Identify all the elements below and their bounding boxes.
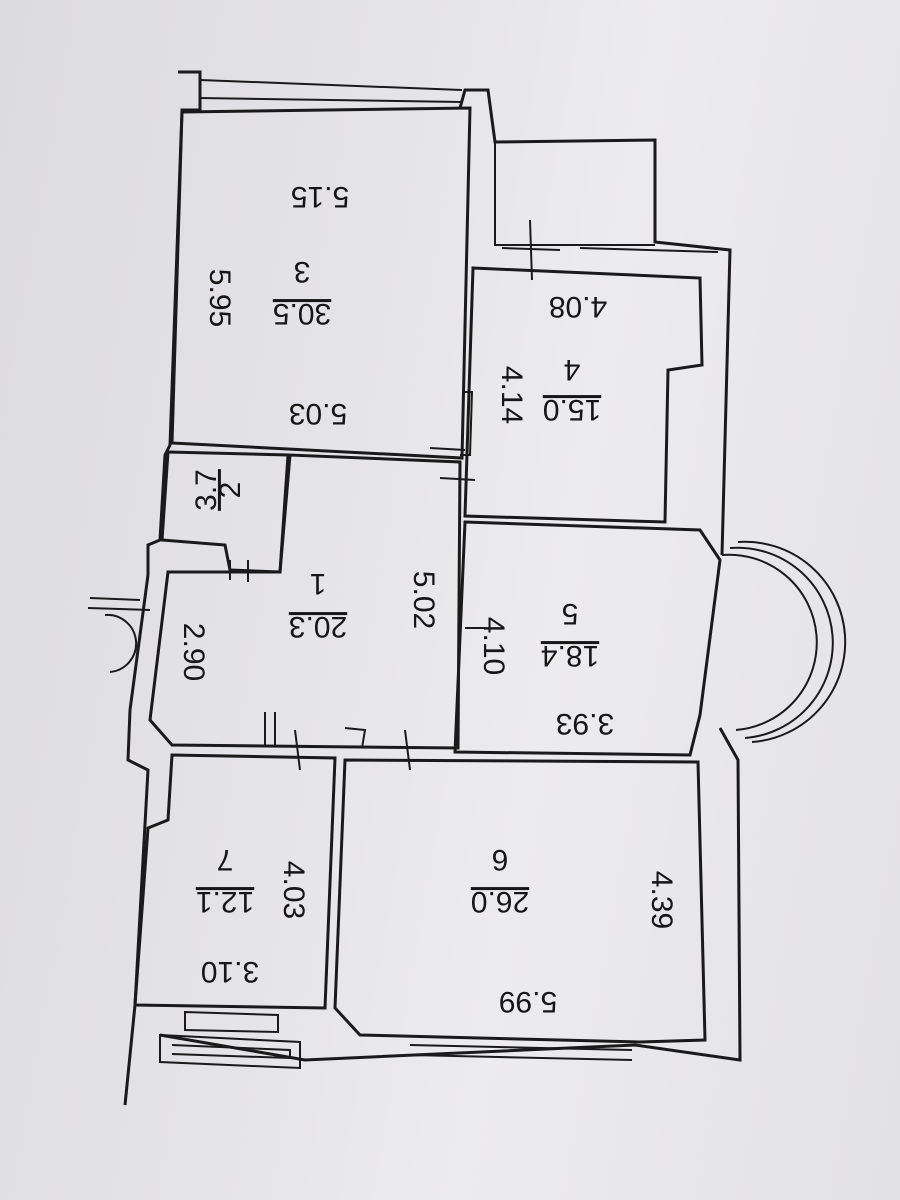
dimension-label: 5.95	[203, 269, 236, 327]
room-4-walls	[463, 266, 704, 524]
room-area: 20.3	[289, 610, 347, 643]
balcony-bottom	[159, 1010, 633, 1070]
dimension-label: 4.10	[477, 617, 510, 675]
room-area: 3.7	[190, 469, 223, 511]
room-area: 15.0	[543, 393, 601, 426]
room-5-walls	[453, 520, 722, 757]
room-7-walls	[133, 753, 337, 1010]
room-1-walls	[148, 453, 462, 750]
room-number: 5	[562, 597, 579, 630]
room-area: 30.5	[273, 297, 331, 330]
room-7-label: 7 12.1	[196, 843, 254, 918]
outer-wall	[123, 70, 742, 1106]
room-4-label: 4 15.0	[543, 353, 601, 426]
room-1-label: 1 20.3	[289, 567, 347, 643]
dimension-label: 2.90	[177, 623, 210, 681]
room-4-annex	[494, 142, 719, 253]
room-number: 3	[294, 255, 311, 288]
dimension-label: 4.03	[277, 861, 310, 919]
bay-window	[721, 540, 847, 743]
dimension-label: 5.99	[499, 985, 557, 1018]
room-6-label: 6 26.0	[471, 843, 529, 918]
room-3-label: 3 30.5	[273, 255, 331, 330]
entrance-door	[87, 597, 151, 673]
room-area: 12.1	[196, 885, 254, 918]
room-6-walls	[333, 758, 707, 1044]
room-2-label: 2 3.7	[190, 469, 247, 511]
plan-lines	[87, 70, 847, 1106]
room-2-walls	[160, 450, 290, 574]
room-number: 7	[217, 843, 234, 876]
dimension-label: 4.39	[645, 871, 678, 929]
room-number: 4	[564, 353, 581, 386]
door-marks	[229, 219, 561, 771]
dimension-label: 3.93	[556, 707, 614, 740]
balcony-top	[199, 79, 463, 103]
room-5-label: 5 18.4	[541, 597, 599, 672]
dimension-label: 5.03	[289, 397, 347, 430]
dimension-label: 4.14	[495, 366, 528, 424]
room-number: 6	[492, 843, 509, 876]
room-area: 18.4	[541, 639, 599, 672]
room-3-walls	[170, 106, 472, 460]
dimension-label: 3.10	[201, 955, 259, 988]
room-area: 26.0	[471, 885, 529, 918]
dimension-label: 5.15	[291, 180, 349, 213]
room-number: 2	[214, 482, 247, 499]
room-number: 1	[310, 567, 327, 600]
dimension-label: 4.08	[549, 290, 607, 323]
dimension-label: 5.02	[407, 571, 440, 629]
